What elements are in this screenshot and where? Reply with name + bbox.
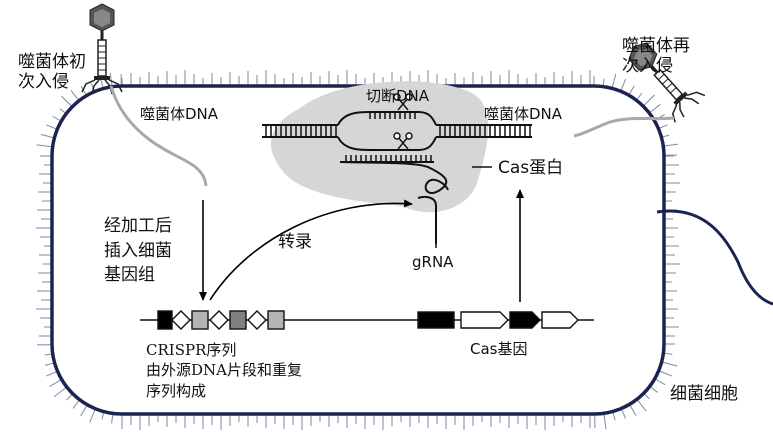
crispr-spacer-black <box>157 310 173 330</box>
crispr-array <box>157 310 285 330</box>
grna-strand <box>417 196 437 244</box>
bacterial-cell-label: 细菌细胞 <box>670 384 738 404</box>
crispr-repeat <box>171 310 191 330</box>
phage-icon <box>81 3 123 95</box>
scissors-icon <box>393 93 413 111</box>
cas-gene-arrow <box>509 311 541 329</box>
label-line: 经加工后 <box>104 216 172 236</box>
phage-dna-left-label: 噬菌体DNA <box>140 105 219 123</box>
crispr-spacer-dark <box>229 310 247 330</box>
cas-gene-arrow <box>460 311 509 329</box>
phage-reinvasion-label: 噬菌体再 次入侵 <box>622 36 690 77</box>
phage-icon <box>628 42 706 123</box>
crispr-spacer-light <box>267 310 285 330</box>
flagellum <box>656 209 773 306</box>
label-line: 基因组 <box>104 265 155 286</box>
processed-insert-label: 经加工后 插入细菌 基因组 <box>104 214 172 288</box>
label-line: 噬菌体初 <box>18 52 86 72</box>
crispr-repeat <box>209 310 229 330</box>
label-line: 序列构成 <box>146 381 207 400</box>
scissors-icon <box>393 132 413 150</box>
cut-dna-label: 切断DNA <box>366 87 430 105</box>
grna-label: gRNA <box>412 253 454 271</box>
dna-base-pairs <box>265 112 531 162</box>
label-line: 由外源DNA片段和重复 <box>146 361 302 380</box>
grna-hairpin <box>339 161 449 194</box>
cas-protein-label: Cas蛋白 <box>498 158 564 178</box>
label-line: 次入侵 <box>622 56 673 77</box>
crispr-repeat <box>247 310 267 330</box>
label-line: 插入细菌 <box>104 240 172 261</box>
label-line: 次入侵 <box>18 72 69 93</box>
phage-dna-right-label: 噬菌体DNA <box>484 105 563 123</box>
phage-dna-strand-left <box>109 85 208 187</box>
cas-gene-label: Cas基因 <box>470 340 528 358</box>
crispr-spacer-light <box>191 310 209 330</box>
label-line: 噬菌体再 <box>622 36 690 56</box>
cas-gene-block <box>417 311 455 329</box>
cas-gene-cluster <box>417 311 579 329</box>
transcription-arrow <box>209 199 413 301</box>
transcription-label: 转录 <box>278 232 312 252</box>
crispr-sequence-label: CRISPR序列 由外源DNA片段和重复 序列构成 <box>146 340 302 401</box>
phage-dna-strand-right <box>573 116 675 138</box>
label-line: CRISPR序列 <box>146 341 237 359</box>
phage-first-invasion-label: 噬菌体初 次入侵 <box>18 52 86 93</box>
cas-gene-arrow <box>541 311 579 329</box>
